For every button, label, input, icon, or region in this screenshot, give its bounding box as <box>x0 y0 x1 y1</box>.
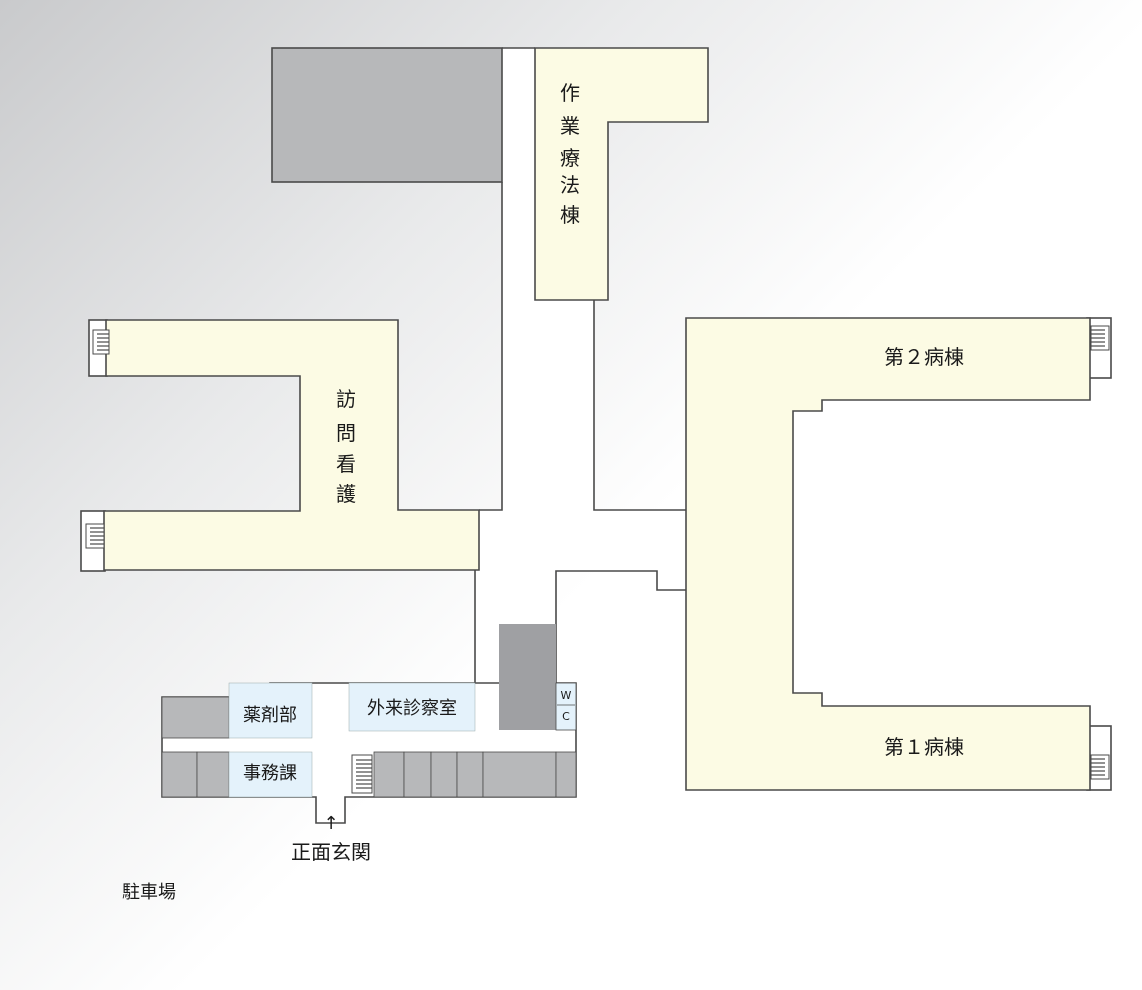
ward-wing <box>685 317 1112 791</box>
visiting-nursing-label: 訪 問 看 護 <box>336 387 356 506</box>
svg-text:訪: 訪 <box>336 387 356 411</box>
stairs-icon <box>1090 754 1110 780</box>
svg-text:療: 療 <box>560 146 580 170</box>
outpatient-room <box>348 682 476 732</box>
storage-block-center <box>499 624 556 730</box>
svg-text:棟: 棟 <box>560 203 580 227</box>
corridor-network <box>474 48 686 735</box>
stairs-icon <box>85 523 105 549</box>
visiting-nursing-wing <box>80 319 480 572</box>
svg-text:法: 法 <box>560 173 580 197</box>
ward-2-label: 第２病棟 <box>884 345 964 369</box>
entrance-arrow-icon: ↑ <box>323 813 338 834</box>
main-building: 薬剤部 外来診察室 事務課 W C <box>161 624 577 824</box>
office-room <box>228 751 313 798</box>
storage-room <box>196 751 230 798</box>
occupational-therapy-label: 作 業 療 法 棟 <box>560 81 580 227</box>
svg-text:看: 看 <box>336 452 356 476</box>
storage-room <box>430 751 458 798</box>
parking-label: 駐車場 <box>122 882 176 903</box>
stairs-icon <box>351 754 373 794</box>
stairs-icon <box>1090 325 1110 351</box>
storage-room <box>482 751 557 798</box>
storage-room <box>456 751 484 798</box>
ward-1-label: 第１病棟 <box>884 735 964 759</box>
outpatient-label: 外来診察室 <box>367 698 457 719</box>
pharmacy-label: 薬剤部 <box>243 705 297 726</box>
main-entrance-label: 正面玄関 <box>291 840 371 864</box>
restroom <box>555 682 577 731</box>
stairs-icon <box>92 329 110 355</box>
storage-room <box>373 751 405 798</box>
storage-room <box>403 751 432 798</box>
storage-block-top <box>271 47 503 183</box>
svg-text:作: 作 <box>560 81 580 105</box>
pharmacy-room <box>228 682 313 739</box>
restroom-label: W <box>561 689 572 702</box>
svg-text:業: 業 <box>560 114 580 138</box>
storage-room <box>161 696 230 739</box>
restroom-label: C <box>562 710 570 723</box>
occupational-therapy-wing <box>534 47 709 301</box>
svg-text:護: 護 <box>336 482 356 506</box>
storage-room <box>555 751 577 798</box>
storage-room <box>161 751 198 798</box>
office-label: 事務課 <box>243 763 297 784</box>
svg-text:問: 問 <box>336 421 356 445</box>
